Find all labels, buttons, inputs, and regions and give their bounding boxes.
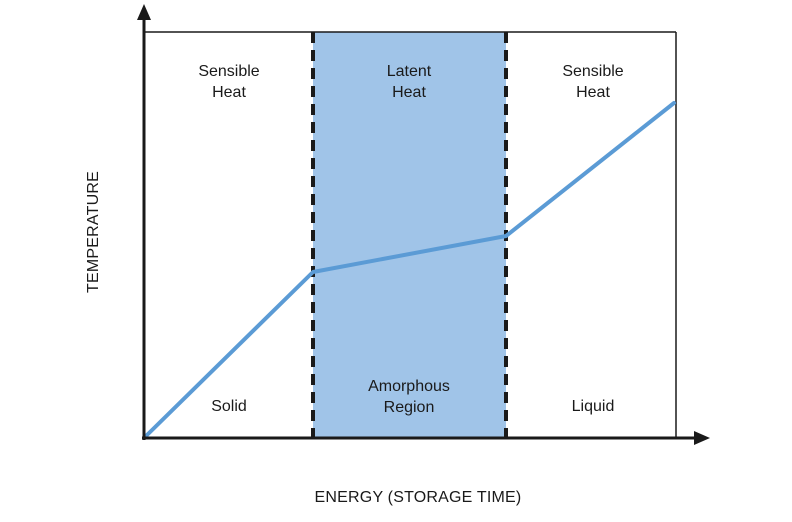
label-sensible-heat-right-line1: Sensible [562,63,623,80]
label-sensible-heat-left-line2: Heat [212,84,246,101]
x-axis-arrowhead [694,431,710,445]
latent-heat-band [313,32,506,438]
label-amorphous-region-line1: Amorphous [368,378,450,395]
temperature-curve [144,101,676,438]
label-latent-heat-line1: Latent [387,63,432,80]
label-latent-heat-line2: Heat [392,84,426,101]
label-sensible-heat-right-line2: Heat [576,84,610,101]
label-liquid: Liquid [572,398,615,415]
y-axis-arrowhead [137,4,151,20]
label-sensible-heat-left-line1: Sensible [198,63,259,80]
x-axis-title: ENERGY (STORAGE TIME) [315,489,522,506]
y-axis-title: TEMPERATURE [85,171,102,293]
label-solid: Solid [211,398,247,415]
label-amorphous-region-line2: Region [384,399,435,416]
